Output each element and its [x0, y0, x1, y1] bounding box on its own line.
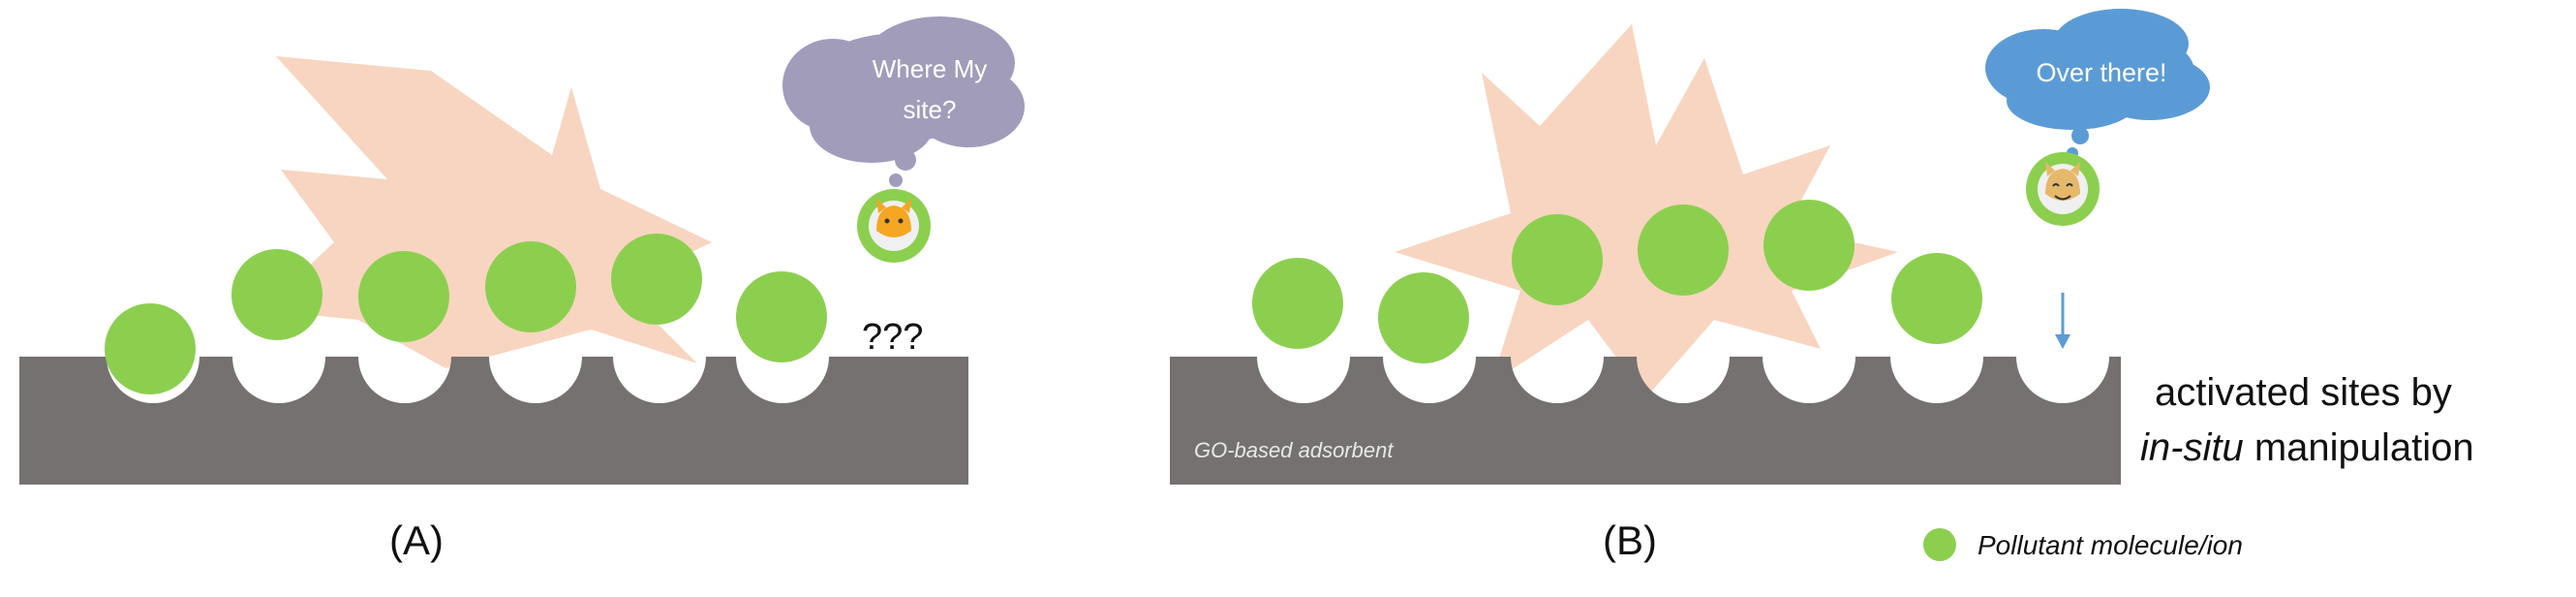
side-label-line2: in-situ manipulation: [2140, 426, 2474, 469]
panel-a-pollutant-6: [736, 271, 827, 362]
panel-b: GO-based adsorbent Over there!: [1170, 9, 2474, 485]
panel-b-thought-bubble: Over there!: [1985, 9, 2210, 159]
panel-a-bubble-line1: Where My: [873, 54, 987, 83]
side-label-insitu: in-situ: [2140, 426, 2244, 469]
panel-b-substrate-label: GO-based adsorbent: [1194, 438, 1394, 462]
panel-b-bubble-text: Over there!: [2036, 58, 2166, 87]
panel-b-pollutant-3: [1512, 214, 1603, 305]
side-label-manipulation: manipulation: [2244, 426, 2474, 469]
panel-b-pollutant-2: [1378, 272, 1469, 363]
panel-a-bubble-line2: site?: [904, 95, 957, 124]
legend-pollutant-swatch: [1923, 528, 1956, 561]
panel-a-pollutant-1: [105, 303, 196, 394]
panel-a: ??? Where My site?: [19, 16, 1025, 485]
side-label-line1: activated sites by: [2155, 371, 2452, 414]
legend: Pollutant molecule/ion: [1923, 528, 2243, 561]
panel-a-pollutant-5: [611, 234, 702, 325]
confused-cat-icon: [857, 189, 931, 263]
panel-a-pollutant-3: [358, 251, 449, 342]
smiling-cat-icon: [2026, 152, 2100, 226]
panel-b-burst: [1395, 24, 1898, 397]
panel-b-substrate: [1170, 357, 2121, 485]
panel-a-pollutant-2: [231, 249, 322, 340]
legend-label: Pollutant molecule/ion: [1978, 530, 2243, 560]
panel-b-pollutant-5: [1763, 200, 1855, 291]
panel-a-question-marks: ???: [862, 317, 923, 358]
panel-a-thought-bubble: Where My site?: [782, 16, 1025, 187]
panel-a-label: (A): [389, 518, 444, 563]
down-arrow-icon: [2055, 293, 2070, 349]
panel-a-substrate: [19, 357, 968, 485]
panel-b-pollutant-1: [1252, 258, 1343, 349]
panel-b-label: (B): [1603, 518, 1657, 563]
panel-b-pollutant-4: [1638, 204, 1729, 296]
panel-a-pollutant-4: [485, 241, 576, 332]
panel-b-pollutant-6: [1891, 253, 1982, 344]
